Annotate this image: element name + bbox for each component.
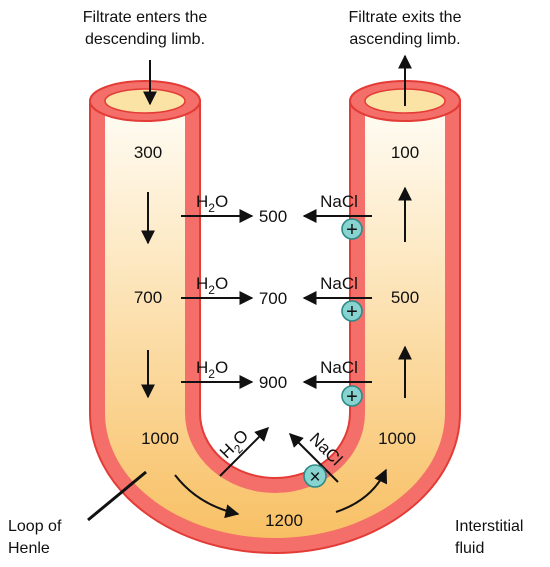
interstitial-value-3: 900 [259, 373, 287, 392]
interstitial-label-line1: Interstitial [455, 518, 523, 535]
water-arrow-bend [219, 427, 269, 477]
pump-plus-1: + [346, 219, 358, 241]
pump-1 [341, 218, 363, 240]
blocked-x: × [309, 467, 320, 488]
descending-opening-inner [104, 88, 186, 114]
interstitial-value-1: 500 [259, 207, 287, 226]
pump-3 [341, 385, 363, 407]
descending-value-mid: 700 [134, 288, 162, 307]
bend-flow-arrow-right [335, 468, 388, 513]
water-label-1: H2O [196, 192, 228, 215]
loop-pointer-line [87, 470, 147, 522]
caption-exits-line2: ascending limb. [349, 31, 460, 48]
caption-enters-line2: descending limb. [85, 31, 205, 48]
blocked-channel [303, 464, 327, 488]
loop-label-line2: Henle [8, 540, 50, 557]
descending-value-top: 300 [134, 143, 162, 162]
bend-value: 1200 [265, 511, 303, 530]
ascending-value-bottom: 1000 [378, 429, 416, 448]
water-label-3: H2O [196, 358, 228, 381]
water-label-2: H2O [196, 274, 228, 297]
salt-label-3: NaCl [320, 358, 358, 377]
loop-label-line1: Loop of [8, 518, 62, 535]
caption-enters-line1: Filtrate enters the [83, 9, 208, 26]
caption-exits-line1: Filtrate exits the [349, 9, 462, 26]
ascending-value-mid: 500 [391, 288, 419, 307]
salt-arrow-bend [289, 433, 339, 483]
pump-2 [341, 300, 363, 322]
descending-value-bottom: 1000 [141, 429, 179, 448]
bend-flow-arrow-left [174, 474, 240, 519]
salt-label-1: NaCl [320, 192, 358, 211]
interstitial-label-line2: fluid [455, 540, 484, 557]
interstitial-value-2: 700 [259, 289, 287, 308]
pump-plus-2: + [346, 301, 358, 323]
ascending-value-top: 100 [391, 143, 419, 162]
pump-plus-3: + [346, 386, 358, 408]
tube-lumen [105, 101, 445, 538]
salt-label-2: NaCl [320, 274, 358, 293]
